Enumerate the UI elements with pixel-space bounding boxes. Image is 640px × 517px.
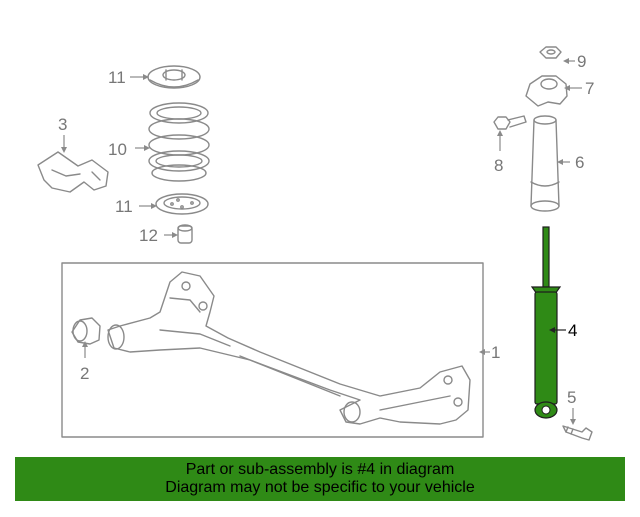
callout-4: 4 <box>568 321 577 340</box>
info-banner: Part or sub-assembly is #4 in diagram Di… <box>15 457 625 501</box>
upper-mount <box>525 75 568 107</box>
callout-3: 3 <box>58 115 67 134</box>
shock-absorber <box>530 226 562 419</box>
callout-6: 6 <box>575 153 584 172</box>
coil-spring <box>148 102 210 182</box>
bracket <box>37 151 109 193</box>
nut <box>539 46 562 59</box>
leader-arrowheads <box>61 58 576 425</box>
callout-1: 1 <box>491 343 500 362</box>
callout-8: 8 <box>494 156 503 175</box>
axle-assembly-frame <box>61 262 484 438</box>
callout-5: 5 <box>567 388 576 407</box>
callout-10: 10 <box>108 140 127 159</box>
banner-line-1: Part or sub-assembly is #4 in diagram <box>185 461 455 478</box>
leader-arrowhead-4 <box>549 327 555 333</box>
callout-12: 12 <box>139 226 158 245</box>
dust-boot <box>530 115 560 212</box>
callout-11-bottom: 11 <box>115 197 133 216</box>
bolt-8 <box>493 115 527 130</box>
banner-line-2: Diagram may not be specific to your vehi… <box>165 479 475 496</box>
callout-11-top: 11 <box>108 68 126 87</box>
callout-7: 7 <box>585 79 594 98</box>
callout-9: 9 <box>577 52 586 71</box>
axle-beam <box>107 271 471 425</box>
bushing <box>71 317 101 345</box>
bolt-5 <box>562 425 593 441</box>
upper-spring-insulator <box>147 65 201 89</box>
bump-stop <box>177 224 193 244</box>
callout-2: 2 <box>80 364 89 383</box>
lower-spring-insulator <box>155 193 209 215</box>
